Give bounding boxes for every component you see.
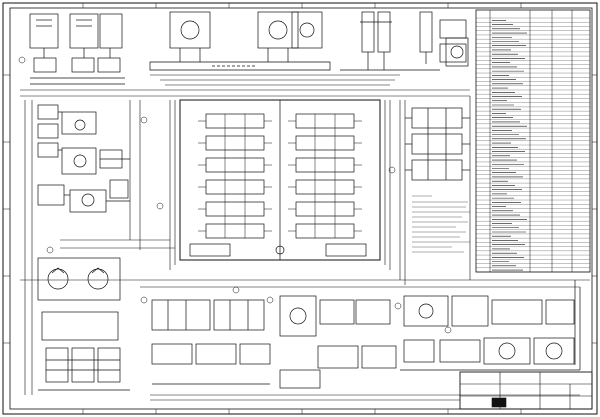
drawing-notes-block [412,195,470,253]
bottom-left-pump-group [37,257,130,391]
main-control-valve-block [179,99,381,261]
parts-list-table [475,9,591,273]
top-center-actuator-group [149,11,331,71]
right-valve-column [405,37,470,181]
border-zone-ticks [3,3,597,414]
bottom-center-valve-groups [151,295,397,389]
top-left-actuator-group [29,13,125,85]
top-right-cylinder-group [340,11,467,71]
bottom-right-equipment [400,280,581,371]
reference-balloons [18,56,452,334]
main-pipework [20,74,590,401]
parts-list-rows [476,17,590,273]
title-block [459,371,593,410]
left-pilot-valve-stack [37,104,130,213]
